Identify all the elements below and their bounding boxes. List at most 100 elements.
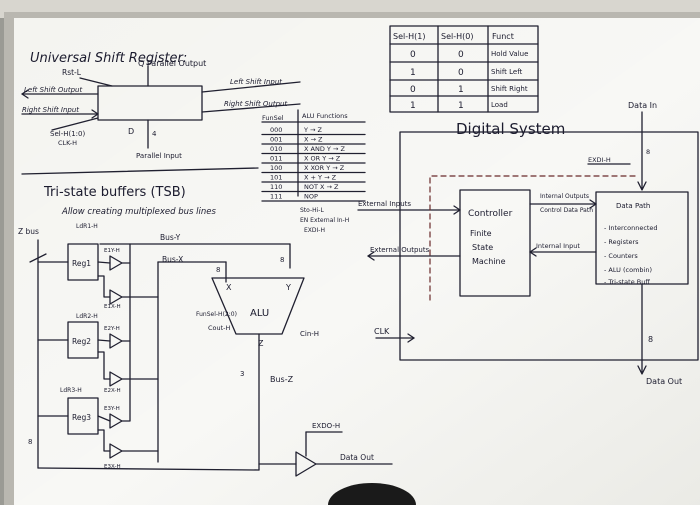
external-outputs-label: External Outputs [370,246,430,254]
alu-extra-1: Sto-Hi-L [300,207,324,214]
datapath-item-1: - Registers [604,238,639,246]
e1x-label: E1X-H [104,304,121,310]
board-glare [14,18,700,505]
alu-table-header-sel: FunSel [262,114,284,122]
select-table-cell-1-2: Shift Left [491,68,523,76]
left-shift-input-wire [201,81,301,93]
cout-label: Cout-H [208,324,231,332]
alu-extra-3: EXDI-H [304,227,325,234]
cin-label: Cin-H [300,330,319,338]
ld-r1-label: LdR1-H [76,223,98,230]
datapath-item-0: - Interconnected [604,224,658,232]
right-shift-output-label: Right Shift Output [224,100,287,108]
alu-z-label: Z [258,339,264,348]
select-table-header-0: Sel-H(1) [393,32,425,41]
e3y-label: E3Y-H [104,406,120,412]
exdi-label: EXDI-H [588,156,611,164]
right-shift-output-wire [201,103,301,113]
control-datapath-label: Control Data Path [540,207,593,214]
internal-outputs-label: Internal Outputs [540,193,589,200]
alu-table-fn-0: Y → Z [303,126,323,134]
datapath-item-3: - ALU (combin) [604,266,652,274]
digital-system-title: Digital System [456,120,565,138]
fsm-line-1: Finite [470,229,492,238]
tsb-section: Tri-state buffers (TSB) Allow creating m… [21,167,259,217]
width-8-a: 8 [216,266,220,274]
clk-label: CLK [374,327,390,336]
e2x-label: E2X-H [104,388,121,394]
alu-shape [211,277,305,335]
select-table-cell-2-2: Shift Right [491,85,528,93]
reset-wire [79,77,113,87]
select-table: Sel-H(1) Sel-H(0) Funct 0 0 Hold Value 1… [389,25,539,113]
width-8-out: 8 [648,335,653,344]
ld-r3-label: LdR3-H [60,387,82,394]
width-8-c: 8 [28,438,32,446]
select-table-header-1: Sel-H(0) [441,32,473,41]
left-shift-input-label: Left Shift Input [230,78,282,86]
right-shift-input-arrow [91,109,99,119]
alu-table-sel-2: 010 [270,145,282,153]
e3x-label: E3X-H [104,464,121,470]
alu-table-fn-6: NOT X → Z [304,183,339,191]
zbus-label: Z bus [18,227,39,236]
ld-r2-label: LdR2-H [76,313,98,320]
alu-table-sel-4: 100 [270,164,282,172]
left-shift-output-label: Left Shift Output [24,86,82,94]
width-8-in: 8 [646,148,650,156]
datapath-schematic: Z bus Bus-Y Bus-X LdR1-H Reg1 E1Y-H E1X-… [18,223,393,477]
d-label: D [128,127,134,136]
bus-y-label: Bus-Y [160,233,181,242]
fsm-line-2: State [472,243,493,252]
select-table-cell-3-2: Load [491,101,508,109]
internal-input-label: Internal Input [536,242,580,250]
external-inputs-label: External Inputs [358,200,411,208]
width-3-label: 3 [240,370,244,378]
person-head [328,483,416,505]
select-table-header-2: Funct [492,32,514,41]
reg3-label: Reg3 [72,413,91,422]
select-wire [51,117,99,131]
select-table-cell-2-0: 0 [410,85,416,95]
width-8-b: 8 [280,256,284,264]
alu-table-sel-7: 111 [270,193,282,201]
e1y-label: E1Y-H [104,248,120,254]
reg2-label: Reg2 [72,337,91,346]
datapath-item-2: - Counters [604,252,638,260]
dashed-feedback [429,175,637,301]
e2y-label: E2Y-H [104,326,120,332]
alu-table-sel-3: 011 [270,155,282,163]
alu-table-sel-5: 101 [270,174,282,182]
select-table-cell-3-0: 1 [410,101,416,111]
alu-table-sel-1: 001 [270,136,282,144]
alu-table-fn-2: X AND Y → Z [304,145,345,153]
select-label: Sel-H(1:0) [50,130,85,138]
select-table-cell-1-0: 1 [410,68,416,78]
select-table-border [389,25,539,113]
tsb-title: Tri-state buffers (TSB) [43,185,186,200]
reset-label: Rst-L [62,68,82,77]
alu-table-fn-4: X XOR Y → Z [304,164,345,172]
alu-table-fn-1: X → Z [304,136,323,144]
fsm-line-3: Machine [472,257,506,266]
select-table-cell-0-0: 0 [410,50,416,60]
datapath-item-4: - Tri-state Buff [604,278,650,286]
digital-system-border [399,131,699,361]
tsb-subtitle: Allow creating multiplexed bus lines [61,207,216,217]
controller-label: Controller [468,209,513,219]
alu-label: ALU [250,308,269,319]
tsb-divider [21,167,259,175]
shift-register-title: Universal Shift Register: [30,51,187,66]
alu-table-fn-3: X OR Y → Z [304,155,341,163]
parallel-output-label: Q Parallel Output [138,59,206,68]
shift-register-section: Universal Shift Register: Q Parallel Out… [21,51,301,160]
alu-table-fn-5: X + Y → Z [304,174,337,182]
data-out-local-label: Data Out [340,453,374,462]
alu-table-header-fn: ALU Functions [302,112,348,120]
select-table-cell-0-1: 0 [458,50,464,60]
alu-x-label: X [226,283,232,292]
